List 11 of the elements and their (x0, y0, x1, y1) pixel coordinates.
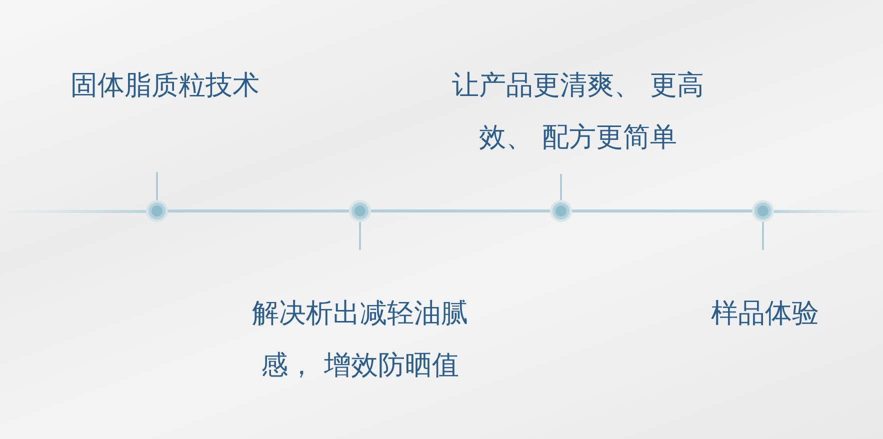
timeline-dot (752, 200, 774, 222)
timeline-label: 让产品更清爽、 更高效、 配方更简单 (451, 69, 705, 155)
timeline-dot (349, 200, 371, 222)
timeline-line (168, 210, 349, 212)
timeline-line (572, 210, 752, 212)
timeline-label: 样品体验 (711, 297, 819, 331)
timeline-line (371, 210, 550, 212)
timeline-label: 解决析出减轻油腻感， 增效防晒值 (251, 297, 469, 383)
timeline-dot (550, 200, 572, 222)
timeline-label: 固体脂质粒技术 (70, 69, 260, 103)
timeline-dot (146, 200, 168, 222)
